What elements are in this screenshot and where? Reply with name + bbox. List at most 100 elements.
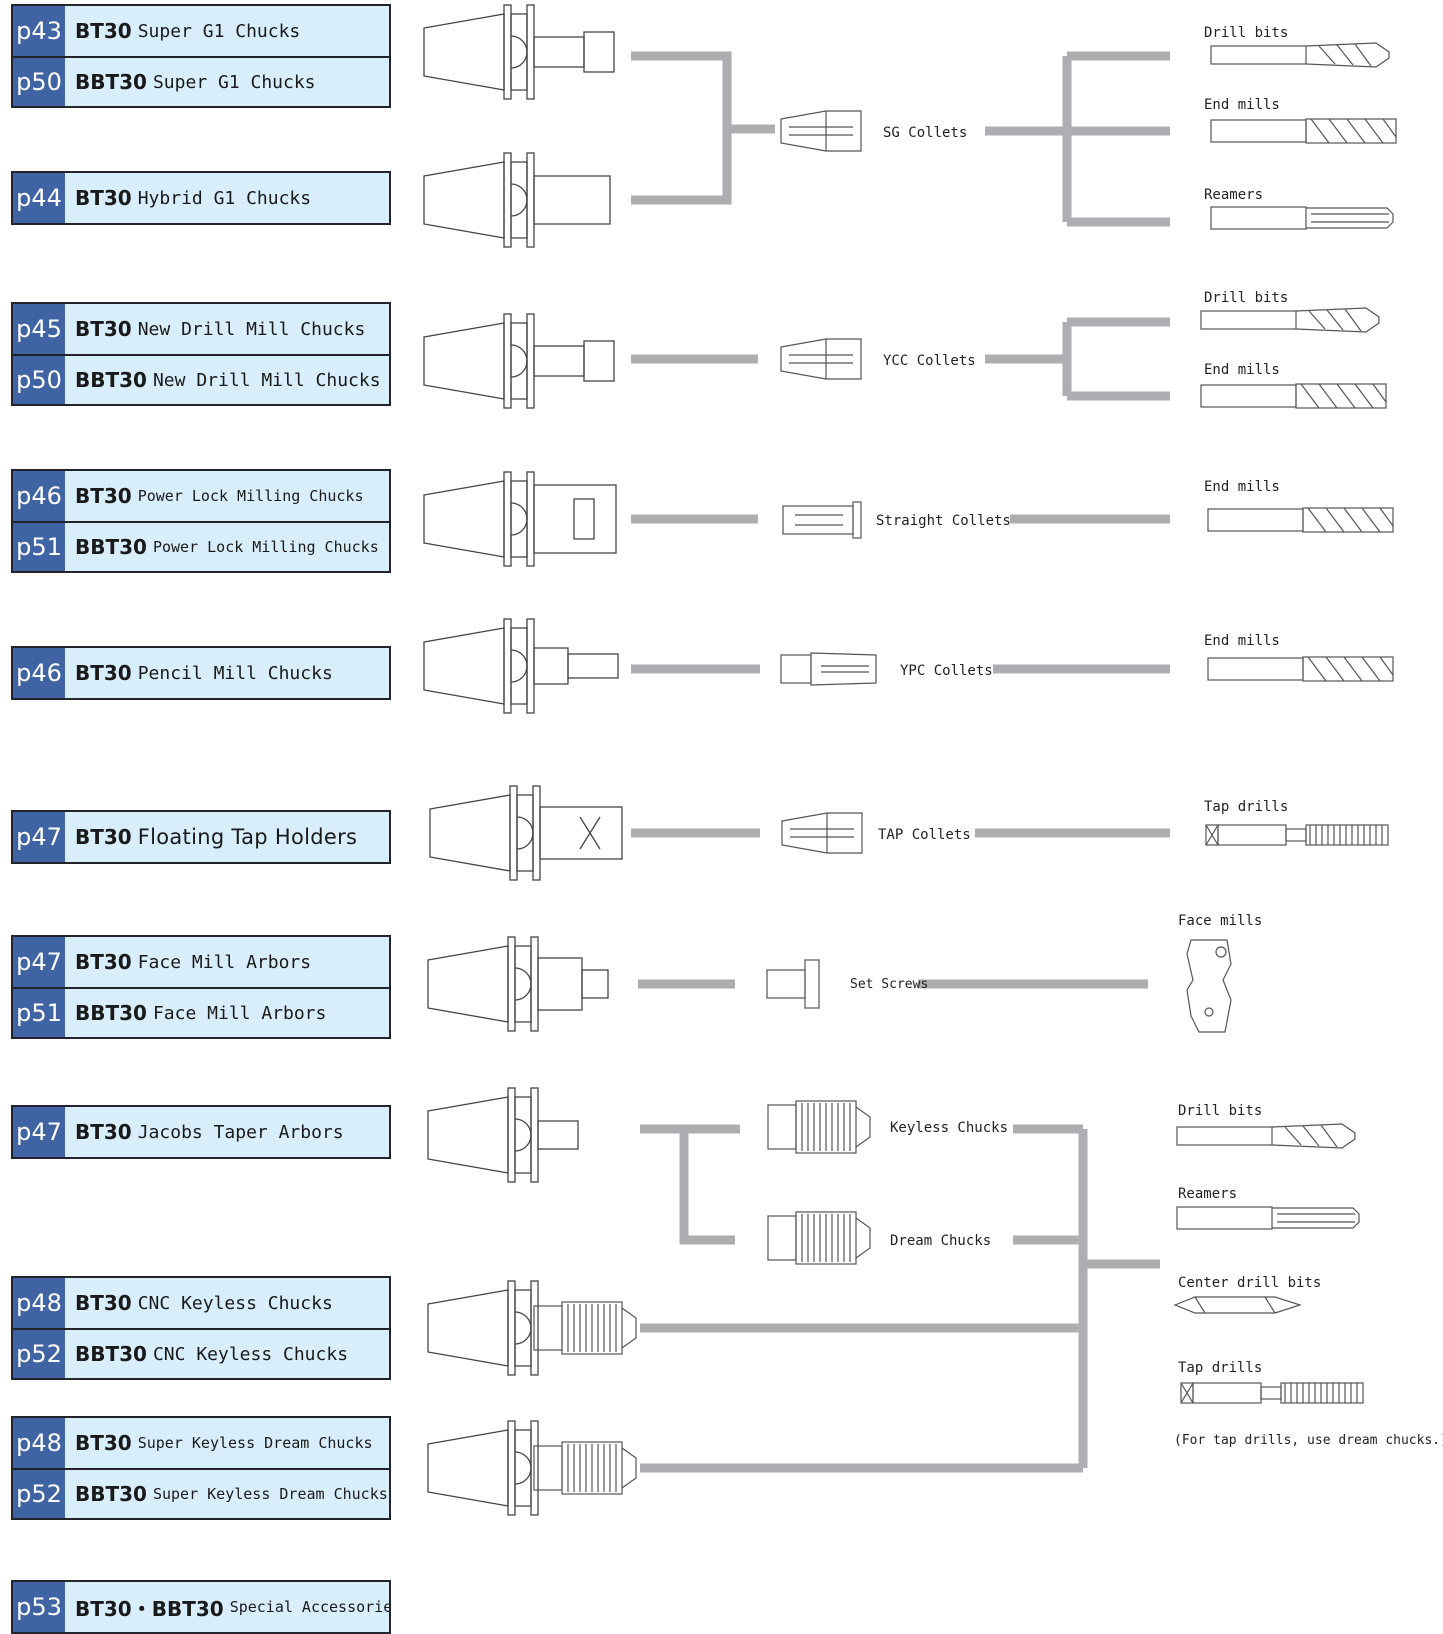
holder-row[interactable]: p53 BT30・BBT30 Special Accessories [13, 1582, 389, 1632]
collet-label-keyless: Keyless Chucks [890, 1120, 1008, 1136]
collet-drawings [766, 110, 877, 1265]
series: BT30 [75, 186, 132, 210]
holder-name: New Drill Mill Chucks [137, 318, 366, 340]
tool-label: Tap drills [1178, 1360, 1262, 1376]
series: BT30 [75, 317, 132, 341]
tool-label: End mills [1204, 97, 1280, 113]
page-ref: p45 [13, 304, 65, 354]
holder-name: CNC Keyless Chucks [137, 1292, 333, 1314]
tool-label: End mills [1204, 633, 1280, 649]
page-ref: p46 [13, 648, 65, 698]
holder-drawings [423, 4, 637, 1516]
holder-row[interactable]: p46 BT30 Power Lock Milling Chucks [13, 471, 389, 521]
collet-label-straight: Straight Collets [876, 513, 1011, 529]
holder-name: Super Keyless Dream Chucks [137, 1434, 373, 1452]
tool-label: End mills [1204, 362, 1280, 378]
tool-label: Face mills [1178, 913, 1262, 929]
tool-label: Drill bits [1178, 1103, 1262, 1119]
holder-name: Hybrid G1 Chucks [137, 187, 312, 209]
holder-name: Super Keyless Dream Chucks [152, 1485, 388, 1503]
page-ref: p50 [13, 58, 65, 106]
page-ref: p44 [13, 173, 65, 223]
page-ref: p47 [13, 1107, 65, 1157]
holder-name: Face Mill Arbors [137, 951, 312, 973]
series: BBT30 [75, 1342, 147, 1366]
series: BT30 [75, 1120, 132, 1144]
holder-name: Jacobs Taper Arbors [137, 1121, 344, 1143]
tool-note: (For tap drills, use dream chucks.) [1174, 1433, 1443, 1448]
series: BT30 [75, 19, 132, 43]
page-ref: p51 [13, 523, 65, 571]
page-ref: p50 [13, 356, 65, 404]
series: BT30 [75, 950, 132, 974]
holder-group-special-accessories: p53 BT30・BBT30 Special Accessories [11, 1580, 391, 1634]
collet-label-sg: SG Collets [883, 125, 967, 141]
holder-name: Super G1 Chucks [137, 20, 301, 42]
holder-name: Face Mill Arbors [152, 1002, 327, 1024]
series: BT30 [75, 661, 132, 685]
series: BT30・BBT30 [75, 1596, 224, 1621]
holder-name: Pencil Mill Chucks [137, 662, 333, 684]
holder-name: New Drill Mill Chucks [152, 369, 381, 391]
page-ref: p47 [13, 812, 65, 862]
collet-label-ypc: YPC Collets [900, 663, 993, 679]
series: BT30 [75, 825, 132, 849]
page-ref: p47 [13, 937, 65, 987]
series: BT30 [75, 484, 132, 508]
holder-name: Super G1 Chucks [152, 71, 316, 93]
holder-name: Power Lock Milling Chucks [137, 487, 364, 505]
collet-label-set-screws: Set Screws [850, 977, 928, 992]
series: BBT30 [75, 1482, 147, 1506]
holder-name: CNC Keyless Chucks [152, 1343, 349, 1365]
holder-name: Special Accessories [229, 1598, 389, 1616]
page-ref: p51 [13, 989, 65, 1037]
holder-name: Power Lock Milling Chucks [152, 538, 379, 556]
page-ref: p53 [13, 1582, 65, 1632]
tool-label: End mills [1204, 479, 1280, 495]
tool-label: Reamers [1204, 187, 1263, 203]
page-ref: p48 [13, 1278, 65, 1328]
page-ref: p48 [13, 1418, 65, 1468]
series: BT30 [75, 1291, 132, 1315]
collet-label-ycc: YCC Collets [883, 353, 976, 369]
connector-lines [631, 51, 1170, 1473]
tool-label: Drill bits [1204, 25, 1288, 41]
collet-label-dream: Dream Chucks [890, 1233, 991, 1249]
holder-name: Floating Tap Holders [137, 825, 358, 849]
page-ref: p52 [13, 1330, 65, 1378]
collet-label-tap: TAP Collets [878, 827, 971, 843]
holder-row[interactable]: p48 BT30 Super Keyless Dream Chucks [13, 1418, 389, 1468]
series: BBT30 [75, 535, 147, 559]
tool-label: Tap drills [1204, 799, 1288, 815]
tool-drawings [1173, 42, 1397, 1404]
series: BT30 [75, 1431, 132, 1455]
series: BBT30 [75, 1001, 147, 1025]
series: BBT30 [75, 70, 147, 94]
holder-row[interactable]: p51 BBT30 Power Lock Milling Chucks [13, 521, 389, 571]
page-ref: p43 [13, 6, 65, 56]
page-ref: p46 [13, 471, 65, 521]
